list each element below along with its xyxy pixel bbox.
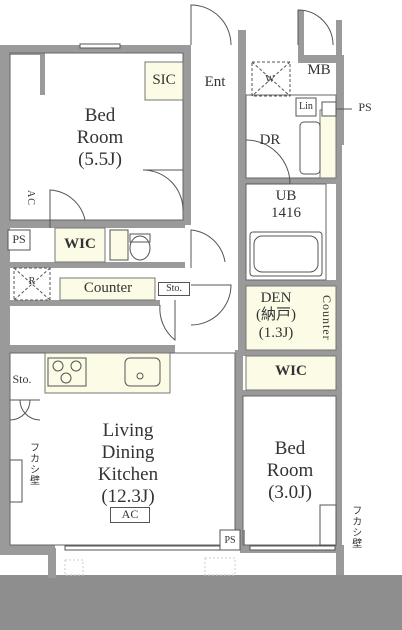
den-area — [245, 285, 337, 351]
bedroom1-outline — [9, 52, 184, 221]
r-mark-label: R — [28, 276, 36, 287]
dr-label: DR — [259, 132, 281, 148]
counter-den-label: Counter — [320, 295, 334, 341]
mb-label: MB — [307, 62, 331, 78]
den-label: DEN (納戸) (1.3J) — [246, 290, 306, 342]
bedroom2-label: Bed Room (3.0J) — [250, 438, 330, 504]
den-line1: DEN — [260, 290, 292, 306]
fukashi-left-text: フカシ壁 — [27, 442, 39, 486]
ldk-line3: Kitchen — [97, 463, 159, 485]
bedroom2-size: (3.0J) — [268, 481, 312, 503]
sic-area — [144, 61, 184, 101]
ps-bottom-label: PS — [224, 535, 236, 546]
bedroom1-label: Bed Room (5.5J) — [50, 105, 150, 171]
sic-label: SIC — [152, 72, 176, 88]
counter-main-label: Counter — [83, 280, 133, 296]
wic2-area — [245, 355, 337, 391]
sto-left-label: Sto. — [12, 372, 32, 386]
bedroom1-size: (5.5J) — [78, 148, 122, 170]
fukashi-right-label: フカシ壁 — [346, 505, 364, 553]
fukashi-right-text: フカシ壁 — [349, 505, 361, 549]
balcony — [0, 575, 402, 630]
bedroom2-line1: Bed — [274, 438, 306, 459]
ldk-size: (12.3J) — [101, 485, 155, 507]
ldk-line1: Living — [102, 420, 154, 441]
wic1-area — [54, 227, 106, 263]
ub-line2: 1416 — [271, 205, 301, 222]
ldk-label: Living Dining Kitchen (12.3J) — [68, 420, 188, 507]
toilet-fixtures — [109, 229, 151, 261]
fukashi-walls — [9, 459, 337, 546]
ps-right-label: PS — [358, 100, 372, 114]
bedroom1-line1: Bed — [84, 105, 116, 126]
outer-walls — [0, 10, 344, 578]
entrance-label: Ent — [204, 74, 226, 90]
small-boxes — [7, 97, 337, 551]
ldk-line2: Dining — [101, 441, 155, 463]
washer-space — [251, 61, 291, 97]
wic1-label: WIC — [64, 236, 96, 252]
bedroom2-line2: Room — [266, 459, 314, 481]
sto-top-label: Sto. — [158, 282, 190, 296]
ac-ldk-label: AC — [110, 507, 150, 523]
ps-left-label: PS — [12, 232, 26, 246]
lin-label: Lin — [299, 101, 313, 112]
bathtub — [249, 231, 323, 277]
den-size: (1.3J) — [258, 324, 294, 341]
dr-counter — [319, 109, 337, 179]
fridge-space — [13, 267, 51, 301]
fukashi-left-label: フカシ壁 — [24, 442, 42, 489]
stove — [47, 357, 161, 387]
balcony-fixtures — [64, 557, 236, 576]
ub-label: UB 1416 — [256, 188, 316, 223]
doors — [9, 4, 334, 421]
dr-basin — [299, 121, 321, 175]
w-mark-label: W — [265, 74, 275, 85]
bedroom1-line2: Room — [76, 126, 124, 148]
den-line2: (納戸) — [256, 307, 296, 324]
bedroom2-outline — [242, 395, 337, 546]
ac-top-label: AC — [25, 189, 36, 206]
wic2-label: WIC — [275, 363, 307, 379]
counter-main-area — [59, 277, 156, 301]
ub-line1: UB — [275, 188, 297, 204]
